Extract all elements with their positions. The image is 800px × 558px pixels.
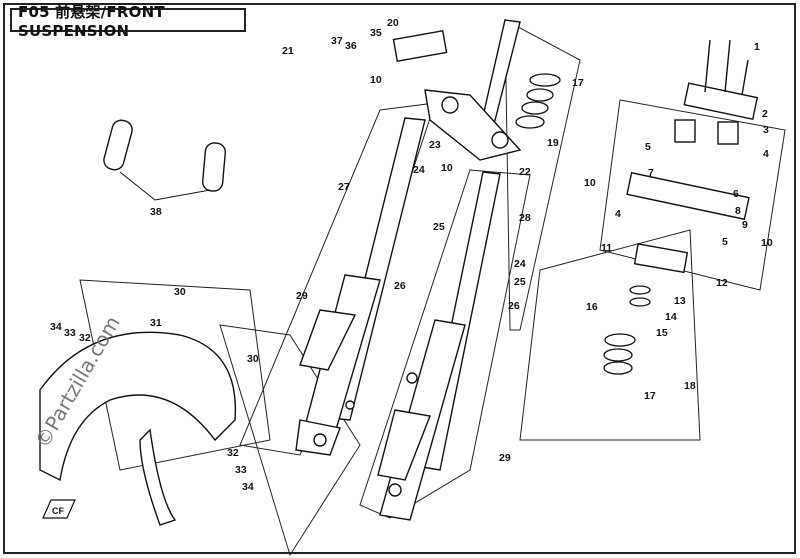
callout-22: 22 [519,166,531,178]
callout-30: 30 [174,286,186,298]
right-fork-assembly [377,171,501,521]
callout-29: 29 [499,452,511,464]
callout-13: 13 [674,295,686,307]
group-outline-bearing-kit [519,229,701,441]
cf-moto-badge: CF [42,499,76,519]
callout-labels: 1 2 3 4 4 5 5 6 7 8 9 10 10 10 10 11 12 … [50,17,773,493]
callout-26: 26 [508,300,520,312]
callout-14: 14 [665,311,677,323]
callout-17: 17 [572,77,584,89]
callout-11: 11 [601,242,612,254]
callout-24: 24 [514,258,526,270]
diagram-frame [3,3,796,554]
group-outline-fender-bracket [219,324,361,557]
callout-33: 33 [64,327,76,339]
bearing-stack [515,73,651,375]
group-outline-fender-lower [79,279,271,471]
callout-34: 34 [242,481,254,493]
callout-10: 10 [370,74,382,86]
callout-21: 21 [282,45,294,57]
callout-2: 2 [762,108,768,120]
callout-9: 9 [742,219,748,231]
handguard-pair [103,119,227,201]
callout-4: 4 [763,148,769,160]
callout-19: 19 [547,137,559,149]
callout-37: 37 [331,35,343,47]
callout-7: 7 [648,167,654,179]
callout-27: 27 [338,181,350,193]
callout-10: 10 [584,177,596,189]
callout-4: 4 [615,208,621,220]
callout-15: 15 [656,327,668,339]
callout-16: 16 [586,301,598,313]
callout-28: 28 [519,212,531,224]
callout-25: 25 [433,221,445,233]
callout-38: 38 [150,206,162,218]
badge-text: CF [52,506,64,516]
callout-23: 23 [429,139,441,151]
callout-24: 24 [413,164,425,176]
callout-26: 26 [394,280,406,292]
callout-5: 5 [722,236,728,248]
callout-32: 32 [227,447,239,459]
group-outline-steering-stem [504,19,581,331]
left-fork-assembly [295,117,426,456]
callout-17: 17 [644,390,656,402]
callout-36: 36 [345,40,357,52]
callout-18: 18 [684,380,696,392]
callout-8: 8 [735,205,741,217]
callout-35: 35 [370,27,382,39]
callout-6: 6 [733,188,739,200]
group-outline-triple-upper [599,99,786,291]
callout-29: 29 [296,290,308,302]
callout-34: 34 [50,321,62,333]
callout-33: 33 [235,464,247,476]
callout-1: 1 [754,41,760,53]
callout-3: 3 [763,124,769,136]
callout-25: 25 [514,276,526,288]
front-fender [39,331,237,526]
callout-32: 32 [79,332,91,344]
callout-5: 5 [645,141,651,153]
steering-stem [392,19,522,161]
callout-30: 30 [247,353,259,365]
callout-10: 10 [761,237,773,249]
group-outline-right-fork [359,169,531,519]
callout-31: 31 [150,317,162,329]
triple-clamp [626,39,759,274]
callout-10: 10 [441,162,453,174]
callout-12: 12 [716,277,728,289]
callout-20: 20 [387,17,399,29]
